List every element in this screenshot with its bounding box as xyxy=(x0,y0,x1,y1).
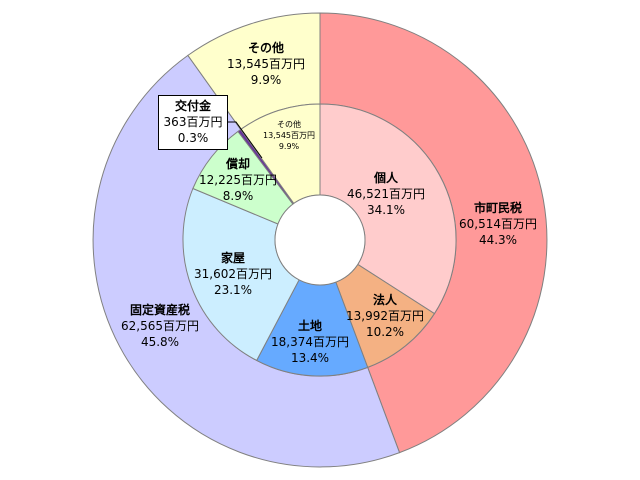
kofukin-leader-line xyxy=(228,121,263,159)
label-outer-koteishisanzei: 固定資産税 62,565百万円 45.8% xyxy=(121,302,199,350)
label-percent: 9.9% xyxy=(250,73,282,87)
label-value: 31,602百万円 xyxy=(194,267,272,281)
label-value: 363百万円 xyxy=(163,115,223,129)
label-percent: 44.3% xyxy=(478,233,518,247)
label-name: 償却 xyxy=(225,157,250,171)
label-value: 60,514百万円 xyxy=(459,217,537,231)
label-inner-kaoku: 家屋 31,602百万円 23.1% xyxy=(194,250,272,298)
label-name: 市町民税 xyxy=(473,201,522,215)
callout-kofukin: 交付金 363百万円 0.3% xyxy=(158,95,228,150)
label-value: 62,565百万円 xyxy=(121,319,199,333)
label-name: 法人 xyxy=(372,293,397,307)
label-percent: 10.2% xyxy=(365,325,405,339)
label-name: 固定資産税 xyxy=(129,303,190,317)
label-value: 12,225百万円 xyxy=(199,173,277,187)
label-inner-hojin: 法人 13,992百万円 10.2% xyxy=(346,292,424,340)
label-outer-shichominzei: 市町民税 60,514百万円 44.3% xyxy=(459,200,537,248)
label-percent: 34.1% xyxy=(366,203,406,217)
label-inner-kojin: 個人 46,521百万円 34.1% xyxy=(347,170,425,218)
label-value: 46,521百万円 xyxy=(347,187,425,201)
label-inner-shokyaku: 償却 12,225百万円 8.9% xyxy=(199,156,277,204)
label-value: 18,374百万円 xyxy=(271,335,349,349)
label-value: 13,545百万円 xyxy=(263,131,315,140)
label-value: 13,545百万円 xyxy=(227,57,305,71)
label-inner-sonota: その他 13,545百万円 9.9% xyxy=(263,119,315,152)
label-percent: 9.9% xyxy=(278,142,300,151)
label-inner-tochi: 土地 18,374百万円 13.4% xyxy=(271,318,349,366)
label-percent: 23.1% xyxy=(213,283,253,297)
label-percent: 8.9% xyxy=(222,189,254,203)
label-name: 交付金 xyxy=(174,99,211,113)
label-name: 個人 xyxy=(373,171,398,185)
label-outer-sonota: その他 13,545百万円 9.9% xyxy=(227,40,305,88)
label-name: その他 xyxy=(277,120,301,129)
label-name: その他 xyxy=(247,41,284,55)
label-percent: 13.4% xyxy=(290,351,330,365)
donut-hole xyxy=(274,194,366,286)
label-percent: 45.8% xyxy=(140,335,180,349)
label-name: 家屋 xyxy=(220,251,245,265)
label-value: 13,992百万円 xyxy=(346,309,424,323)
label-name: 土地 xyxy=(297,319,322,333)
label-percent: 0.3% xyxy=(177,131,209,145)
